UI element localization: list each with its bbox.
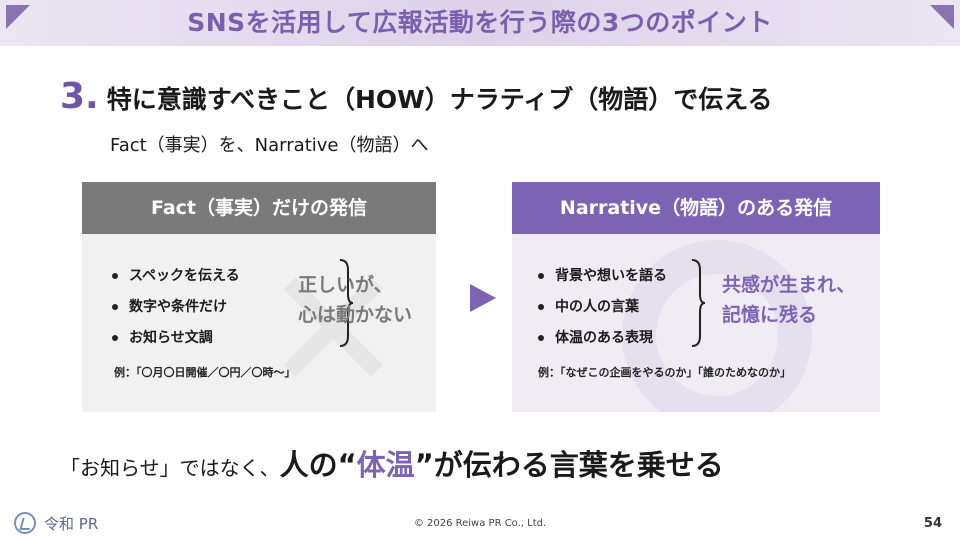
bullet-icon [538, 272, 544, 279]
bullet-icon [112, 303, 118, 310]
title-band [0, 0, 960, 46]
section-number: 3. [60, 76, 99, 117]
list-item: お知らせ文調 [112, 322, 240, 353]
section-subheading: Fact（事実）を、Narrative（物語）へ [110, 135, 429, 156]
bullet-icon [112, 334, 118, 341]
list-item: 背景や想いを語る [538, 260, 667, 291]
list-item: 数字や条件だけ [112, 291, 240, 322]
list-item-text: 中の人の言葉 [555, 298, 639, 315]
x-watermark-icon: ✕ [262, 232, 405, 430]
fact-bullet-list: スペックを伝える 数字や条件だけ お知らせ文調 [112, 260, 240, 353]
list-item-text: スペックを伝える [129, 267, 240, 284]
narrative-summary-line: 共感が生まれ、 [722, 274, 856, 296]
list-item-text: 数字や条件だけ [129, 298, 227, 315]
right-brace-icon [339, 259, 354, 347]
logo-icon [14, 512, 36, 534]
arrow-right-icon [470, 284, 496, 312]
narrative-panel: Narrative（物語）のある発信 背景や想いを語る 中の人の言葉 体温のある… [512, 182, 880, 412]
bullet-icon [538, 334, 544, 341]
fact-summary-line: 正しいが、 [298, 274, 393, 296]
narrative-example: 例：「なぜこの企画をやるのか」「誰のためなのか」 [538, 366, 791, 379]
fact-example: 例：「〇月〇日開催／〇円／〇時〜」 [114, 366, 296, 379]
right-brace-icon [691, 259, 706, 347]
narrative-summary-line: 記憶に残る [722, 304, 818, 326]
list-item-text: 背景や想いを語る [555, 267, 667, 284]
copyright: © 2026 Reiwa PR Co., Ltd. [413, 518, 547, 529]
conclusion-middle: 人の“ [279, 448, 357, 482]
fact-panel: ✕ Fact（事実）だけの発信 スペックを伝える 数字や条件だけ お知らせ文調 … [82, 182, 436, 416]
page-number: 54 [923, 516, 942, 531]
narrative-panel-title: Narrative（物語）のある発信 [512, 182, 880, 234]
section-heading-text: 特に意識すべきこと（HOW）ナラティブ（物語）で伝える [106, 85, 773, 114]
narrative-bullet-list: 背景や想いを語る 中の人の言葉 体温のある表現 [538, 260, 667, 353]
list-item: スペックを伝える [112, 260, 240, 291]
company-logo: 令和 PR [14, 512, 98, 534]
list-item: 中の人の言葉 [538, 291, 667, 322]
logo-text: 令和 PR [44, 514, 99, 533]
corner-decoration-right [930, 5, 954, 29]
section-heading: 3. 特に意識すべきこと（HOW）ナラティブ（物語）で伝える [60, 76, 773, 117]
conclusion: 「お知らせ」ではなく、 人の“ 体温 ”が伝わる言葉を乗せる [60, 442, 724, 484]
corner-decoration-left [6, 5, 30, 29]
fact-summary: 正しいが、 心は動かない [298, 270, 412, 330]
list-item: 体温のある表現 [538, 322, 667, 353]
fact-summary-line: 心は動かない [298, 304, 413, 326]
narrative-summary: 共感が生まれ、 記憶に残る [722, 270, 855, 330]
bullet-icon [112, 272, 118, 279]
conclusion-highlight: 体温 [356, 448, 415, 482]
conclusion-suffix: ”が伝わる言葉を乗せる [414, 448, 724, 482]
slide-title: SNSを活用して広報活動を行う際の3つのポイント [187, 8, 773, 37]
fact-panel-title: Fact（事実）だけの発信 [82, 182, 436, 234]
bullet-icon [538, 303, 544, 310]
conclusion-prefix: 「お知らせ」ではなく、 [60, 456, 280, 480]
list-item-text: お知らせ文調 [129, 329, 213, 346]
list-item-text: 体温のある表現 [555, 329, 653, 346]
